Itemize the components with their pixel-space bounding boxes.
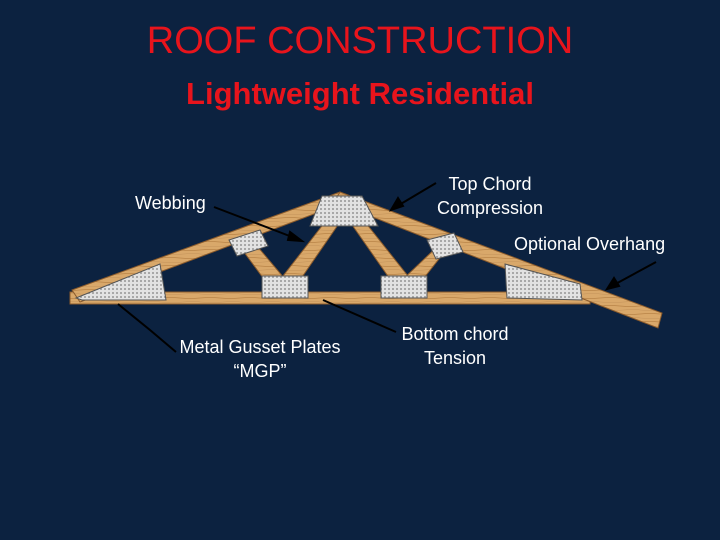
gusset-plates <box>74 195 583 301</box>
top-chord-label-line2: Compression <box>436 198 544 218</box>
gusset-plate-right-heel <box>504 263 583 301</box>
gusset-plate-left-heel <box>74 263 167 301</box>
slide-title: ROOF CONSTRUCTION <box>146 20 574 62</box>
gusset-label-line2: “MGP” <box>233 361 287 381</box>
gusset-label: Metal Gusset Plates “MGP” <box>165 335 355 383</box>
gusset-plate-peak <box>309 195 379 227</box>
gusset-label-line1: Metal Gusset Plates <box>179 337 341 357</box>
gusset-plate-left-web <box>228 229 269 257</box>
leader-bottom-chord <box>322 299 397 333</box>
slide-subtitle: Lightweight Residential <box>186 76 534 111</box>
web-member-right-inner <box>349 221 409 283</box>
leader-overhang-arrowhead <box>604 276 621 291</box>
bottom-chord-label-line2: Tension <box>423 348 487 368</box>
top-chord-label: Top Chord Compression <box>425 172 555 220</box>
webbing-label: Webbing <box>135 193 206 213</box>
leader-webbing-arrowhead <box>286 230 306 243</box>
gusset-plate-bottom-right <box>380 275 428 299</box>
leader-gusset <box>117 303 177 353</box>
bottom-chord-label-line1: Bottom chord <box>401 324 509 344</box>
leader-webbing <box>213 206 301 241</box>
leader-lines <box>117 182 657 353</box>
gusset-plate-right-web <box>426 232 464 260</box>
leader-top-chord-arrowhead <box>388 196 405 212</box>
bottom-chord-label: Bottom chord Tension <box>390 322 520 370</box>
overhang-label: Optional Overhang <box>514 234 666 254</box>
top-chord-label-line1: Top Chord <box>448 174 532 194</box>
web-member-left-inner <box>282 221 341 281</box>
gusset-plate-bottom-left <box>261 275 309 299</box>
